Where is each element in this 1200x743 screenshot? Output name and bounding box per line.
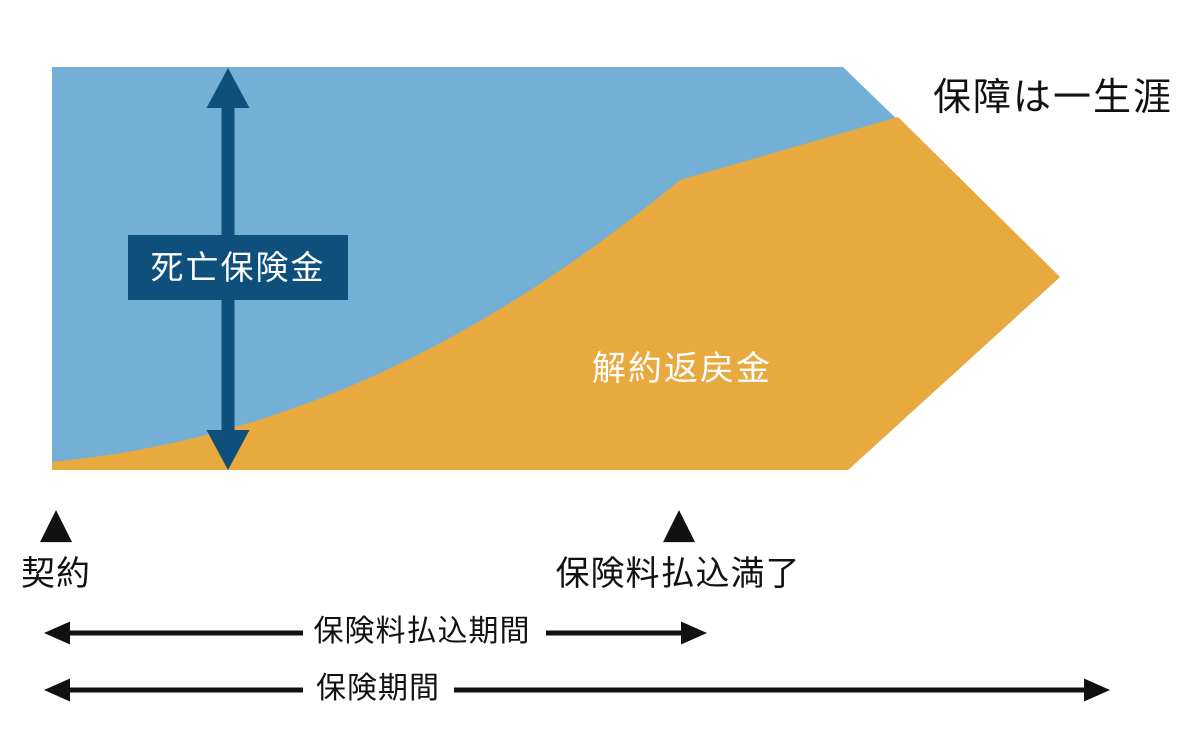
insurance-period-arrowhead-left <box>44 678 70 702</box>
premium-period-arrowhead-right <box>681 621 707 645</box>
surrender-value-label: 解約返戻金 <box>592 349 772 389</box>
death-benefit-label: 死亡保険金 <box>150 248 326 287</box>
surrender-value-area-shape <box>52 117 1060 470</box>
premium-period-arrow <box>44 621 707 645</box>
lifelong-coverage-note: 保障は一生涯 <box>933 75 1174 119</box>
premium-paid-up-marker-icon: ▲ <box>662 498 696 547</box>
premium-period-arrowhead-left <box>44 621 70 645</box>
insurance-period-arrowhead-right <box>1084 678 1110 702</box>
insurance-period-label: 保険期間 <box>316 671 440 706</box>
death-benefit-label-box: 死亡保険金 <box>128 235 348 300</box>
contract-label: 契約 <box>21 554 91 594</box>
contract-marker-icon: ▲ <box>39 498 73 547</box>
premium-paid-up-label: 保険料払込満了 <box>555 554 801 594</box>
insurance-period-arrow <box>44 678 1110 702</box>
premium-period-label: 保険料払込期間 <box>313 614 531 649</box>
